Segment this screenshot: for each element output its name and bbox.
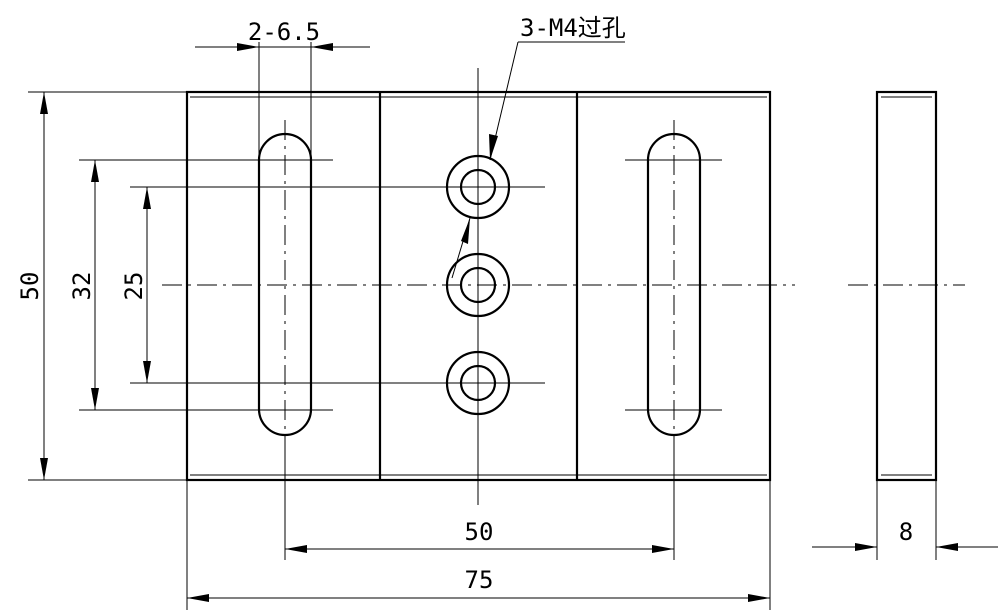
hole-callout: 3-M4过孔	[451, 14, 626, 279]
thickness-label: 8	[899, 518, 913, 546]
width-dimension: 75	[186, 480, 771, 610]
slot-center-label: 50	[465, 518, 494, 546]
slot-span-dimension: 32	[68, 159, 333, 411]
slot-width-dimension: 2-6.5	[195, 18, 370, 160]
width-label: 75	[465, 566, 494, 594]
hole-pitch-label: 25	[120, 272, 148, 301]
height-dimension: 50	[16, 91, 187, 481]
hole-pitch-dimension: 25	[120, 186, 450, 384]
slot-span-label: 32	[68, 272, 96, 301]
thickness-dimension: 8	[812, 480, 998, 560]
height-label: 50	[16, 272, 44, 301]
slot-center-dimension: 50	[284, 435, 675, 560]
slot-width-label: 2-6.5	[248, 18, 320, 46]
side-outline	[875, 90, 938, 482]
hole-callout-label: 3-M4过孔	[520, 14, 626, 42]
front-view	[162, 68, 795, 505]
side-view	[848, 90, 965, 482]
